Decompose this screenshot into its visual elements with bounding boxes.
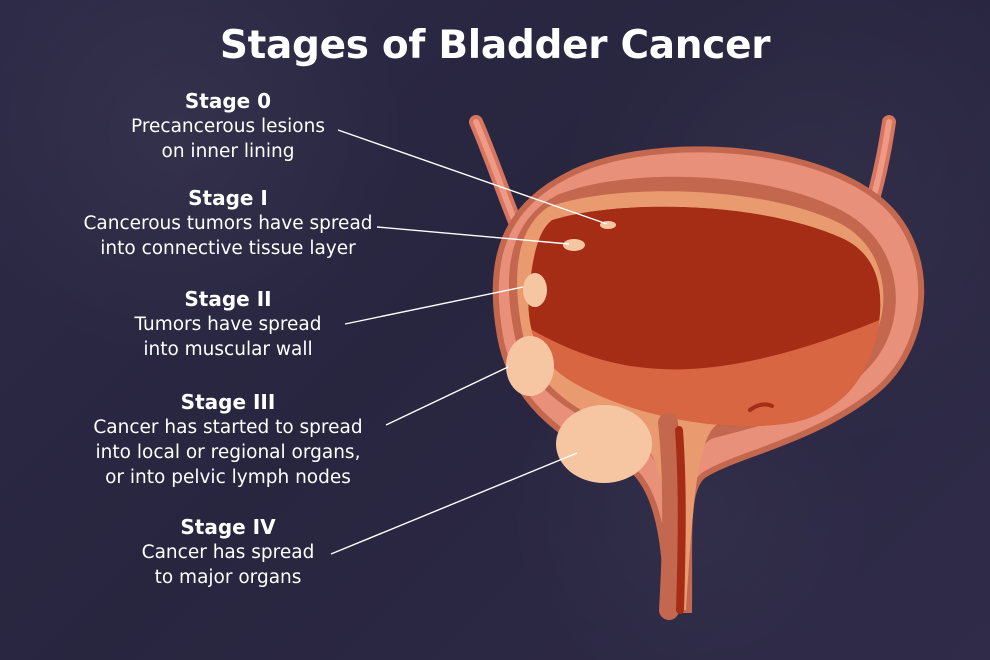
stage-1-tumor xyxy=(563,239,585,251)
leader-lines xyxy=(330,129,608,555)
urethra-inner xyxy=(675,426,686,614)
urethra xyxy=(658,413,686,620)
stage-2-title: Stage II xyxy=(184,287,272,311)
stage-3-leader-line xyxy=(385,366,509,426)
stage-4-tumor xyxy=(556,405,652,483)
stage-2-tumor xyxy=(523,273,547,307)
stage-0-title: Stage 0 xyxy=(184,89,272,113)
stage-2-leader-line xyxy=(344,286,524,325)
tumor-markers xyxy=(506,221,652,483)
stage-4-label-block: Stage IV Cancer has spread to major orga… xyxy=(48,514,408,590)
stage-4-title: Stage IV xyxy=(180,515,276,539)
stage-2-label-block: Stage II Tumors have spread into muscula… xyxy=(48,286,408,362)
stage-2-description: Tumors have spread into muscular wall xyxy=(134,314,322,360)
stage-0-leader-line xyxy=(337,129,608,225)
stage-4-description: Cancer has spread to major organs xyxy=(141,542,315,588)
stage-1-title: Stage I xyxy=(188,186,268,210)
stage-1-label-block: Stage I Cancerous tumors have spread int… xyxy=(48,185,408,261)
stage-3-tumor xyxy=(506,336,554,396)
stage-3-title: Stage III xyxy=(180,390,276,414)
page-title: Stages of Bladder Cancer xyxy=(219,23,771,68)
small-lesion-mark xyxy=(748,402,774,412)
stage-3-label-block: Stage III Cancer has started to spread i… xyxy=(48,389,408,490)
stage-0-label-block: Stage 0 Precancerous lesions on inner li… xyxy=(48,88,408,164)
urethra-outer xyxy=(658,413,683,620)
stage-1-leader-line xyxy=(376,226,570,245)
stage-3-description: Cancer has started to spread into local … xyxy=(93,417,363,488)
stage-4-leader-line xyxy=(330,452,578,555)
stage-1-description: Cancerous tumors have spread into connec… xyxy=(83,213,373,259)
stage-0-description: Precancerous lesions on inner lining xyxy=(131,116,325,162)
